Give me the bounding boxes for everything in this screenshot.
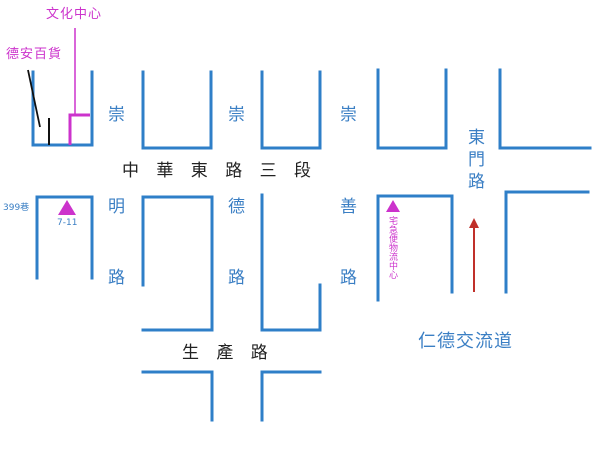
block-top-3 bbox=[260, 70, 322, 150]
block-mid-3 bbox=[260, 193, 322, 332]
road-label-chongshan-1: 崇 bbox=[340, 105, 357, 125]
block-top-2 bbox=[141, 70, 213, 150]
block-bottom-left bbox=[141, 370, 214, 422]
landmark-label-lane-399: 399巷 bbox=[3, 203, 30, 213]
department-store-pointer bbox=[27, 69, 41, 128]
road-label-chongde-1: 崇 bbox=[228, 105, 245, 125]
seven-eleven-icon bbox=[58, 200, 76, 215]
culture-center-building bbox=[68, 113, 90, 145]
block-mid-left bbox=[35, 195, 94, 280]
road-label-chongming-3: 路 bbox=[108, 268, 125, 288]
block-top-4 bbox=[376, 68, 448, 150]
express-center-icon bbox=[386, 200, 400, 212]
landmark-label-express-center: 宅急便物流中心 bbox=[387, 216, 397, 279]
road-label-chongming-1: 崇 bbox=[108, 105, 125, 125]
block-bottom-right bbox=[260, 370, 322, 422]
block-top-right bbox=[498, 68, 592, 150]
landmark-label-rende-interchange: 仁德交流道 bbox=[418, 331, 513, 352]
road-label-zhonghua-east: 中 華 東 路 三 段 bbox=[122, 161, 318, 181]
block-mid-right bbox=[504, 190, 590, 294]
landmark-label-culture-center: 文化中心 bbox=[46, 7, 103, 22]
road-label-chongde-2: 德 bbox=[228, 197, 245, 217]
landmark-label-seven-eleven: 7-11 bbox=[57, 218, 78, 228]
block-mid-4 bbox=[376, 194, 454, 302]
road-label-dongmen: 東門路 bbox=[464, 128, 484, 194]
interchange-arrow-icon bbox=[469, 218, 479, 292]
landmark-label-department-store: 德安百貨 bbox=[6, 47, 63, 62]
road-label-shengchan: 生 產 路 bbox=[182, 343, 274, 363]
road-label-chongshan-3: 路 bbox=[340, 268, 357, 288]
road-outlines bbox=[31, 68, 592, 422]
road-label-chongming-2: 明 bbox=[108, 197, 125, 217]
block-mid-2 bbox=[141, 195, 214, 332]
road-label-chongde-3: 路 bbox=[228, 268, 245, 288]
block-top-left bbox=[31, 70, 94, 147]
road-label-chongshan-2: 善 bbox=[340, 197, 357, 217]
